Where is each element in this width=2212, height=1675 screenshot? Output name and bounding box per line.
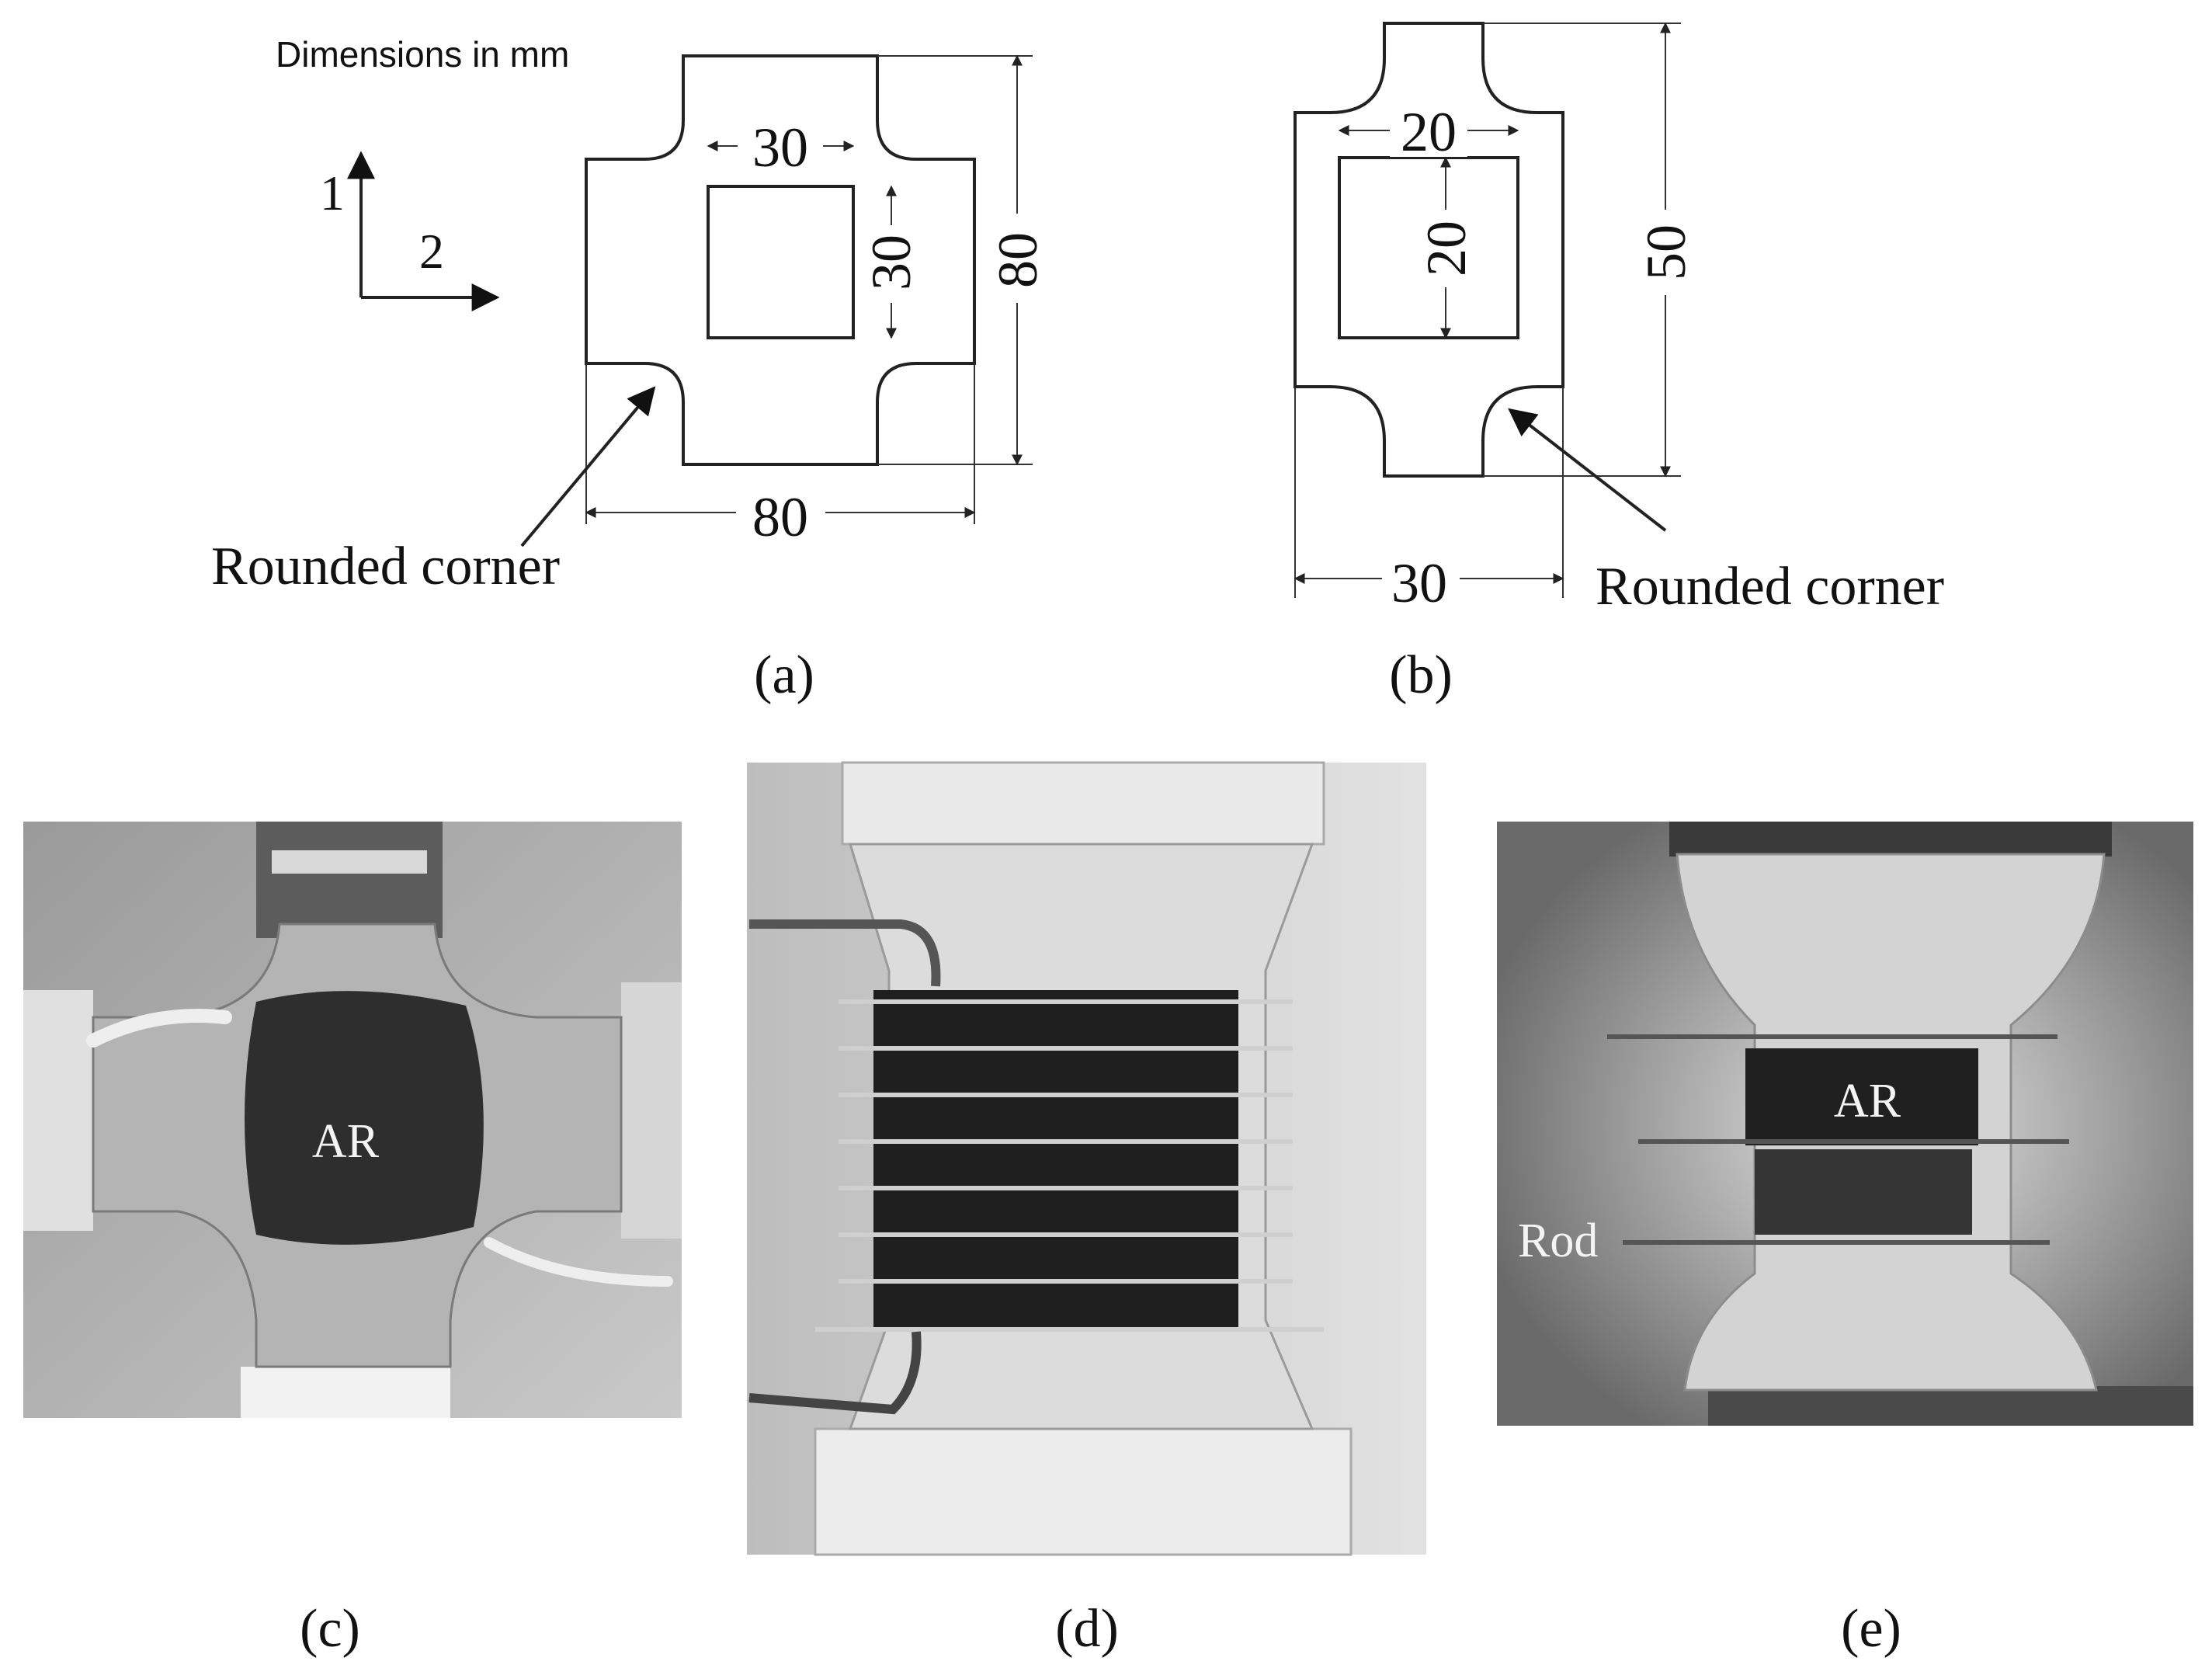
- electrode-wire: [86, 1009, 232, 1048]
- active-region: [245, 991, 484, 1245]
- clamp-top: [841, 761, 1325, 846]
- dim-bg: [736, 481, 825, 544]
- grip-left: [23, 990, 93, 1231]
- axis-2-label: 2: [419, 224, 444, 279]
- dim-bg: [1390, 103, 1467, 157]
- dim-bg: [1417, 210, 1475, 287]
- rod-label: Rod: [1518, 1215, 1598, 1267]
- corner-pointer-arrow: [520, 386, 656, 547]
- panel-d-photo: [747, 761, 1426, 1556]
- active-region-label: AR: [312, 1115, 380, 1168]
- grip-top: [256, 822, 443, 938]
- panel-c-photo: AR: [23, 822, 682, 1418]
- dim-outer-height: 80: [987, 232, 1049, 288]
- panel-a-drawing: 30 30 80 80 Rounded corner (a): [211, 54, 1049, 705]
- clamp-bottom: [1708, 1386, 2193, 1426]
- grip-highlight: [272, 850, 427, 874]
- panel-b-label: (b): [1389, 645, 1453, 705]
- active-region-label: AR: [1834, 1075, 1901, 1128]
- dim-outer-height: 50: [1635, 224, 1697, 280]
- dim-outer-width: 80: [752, 486, 808, 548]
- panel-d-label: (d): [1055, 1599, 1119, 1659]
- electrode-wire: [749, 919, 941, 987]
- dim-bg: [862, 225, 920, 303]
- dim-outer-width: 30: [1391, 552, 1447, 614]
- axis-1-label: 1: [320, 165, 345, 221]
- corner-pointer-arrow: [1508, 408, 1667, 532]
- active-region: [1745, 1048, 1978, 1145]
- dimensions-note: Dimensions in mm: [276, 34, 569, 75]
- inner-square: [707, 185, 855, 339]
- panel-e-photo: AR Rod: [1497, 822, 2193, 1426]
- grip-bottom: [241, 1367, 450, 1418]
- clamp-top: [1669, 822, 2112, 857]
- corner-note: Rounded corner: [211, 537, 560, 596]
- panel-e-label: (e): [1841, 1599, 1901, 1659]
- dim-inner-width: 30: [752, 116, 808, 179]
- corner-note: Rounded corner: [1596, 557, 1944, 617]
- dim-inner-height: 30: [860, 235, 922, 290]
- panel-a-label: (a): [754, 645, 814, 705]
- electrode-wire: [484, 1237, 673, 1287]
- dim-inner-height: 20: [1415, 221, 1478, 276]
- active-region-lower: [1755, 1149, 1972, 1235]
- rod-lines: [815, 999, 1324, 1332]
- dim-inner-width: 20: [1401, 101, 1457, 163]
- dim-bg: [1637, 210, 1695, 295]
- panel-c-label: (c): [300, 1599, 360, 1659]
- axes-indicator: 1 2: [320, 151, 500, 311]
- inner-square: [1338, 156, 1519, 339]
- electrode-wire: [748, 1331, 922, 1415]
- dim-bg: [738, 116, 823, 171]
- clamp-bottom: [814, 1427, 1353, 1556]
- panel-b-drawing: 20 20 50 30 Rounded corner (b): [1294, 22, 1944, 705]
- dim-bg: [990, 214, 1048, 303]
- dim-bg: [1382, 547, 1460, 610]
- grip-right: [621, 982, 682, 1239]
